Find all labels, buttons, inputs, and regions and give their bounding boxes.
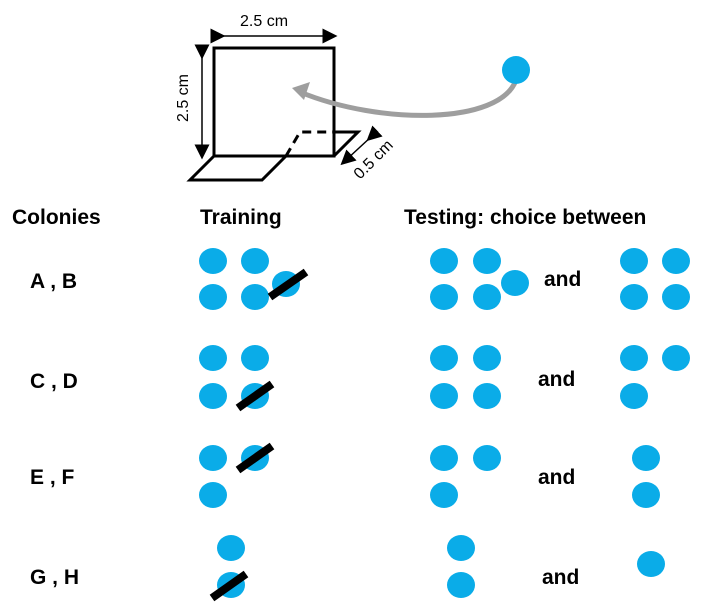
apparatus-drawing: 2.5 cm 2.5 cm 0.5 cm	[175, 13, 530, 183]
row-label-cd: C , D	[30, 370, 78, 393]
training-dot	[199, 284, 227, 310]
training-dot	[199, 248, 227, 274]
approach-arrow	[299, 78, 519, 118]
row-label-gh: G , H	[30, 566, 79, 589]
testing-dot	[473, 284, 501, 310]
header-colonies: Colonies	[12, 206, 101, 229]
testing-dot	[662, 345, 690, 371]
testing-dot	[662, 284, 690, 310]
header-training: Training	[200, 206, 282, 229]
row-label-ef: E , F	[30, 466, 75, 489]
testing-dot	[430, 345, 458, 371]
apparatus-base-back-dashed	[284, 130, 334, 157]
training-dot	[199, 383, 227, 409]
training-cross-bar	[235, 442, 275, 474]
dot-patterns	[199, 248, 690, 602]
testing-dot	[637, 551, 665, 577]
training-dot	[199, 445, 227, 471]
testing-dot	[473, 445, 501, 471]
testing-dot	[447, 572, 475, 598]
testing-dot	[473, 383, 501, 409]
testing-dot	[473, 345, 501, 371]
testing-dot	[430, 482, 458, 508]
dim-base-line	[340, 125, 383, 166]
testing-dot	[447, 535, 475, 561]
testing-dot	[430, 248, 458, 274]
apparatus-base-front	[186, 154, 288, 182]
testing-dot	[632, 482, 660, 508]
training-dot	[241, 345, 269, 371]
training-cross-bar	[209, 570, 249, 602]
apparatus-wall	[212, 46, 336, 158]
and-label-ef: and	[538, 466, 575, 489]
training-dot	[217, 535, 245, 561]
testing-dot	[620, 345, 648, 371]
testing-dot	[662, 248, 690, 274]
testing-dot	[430, 383, 458, 409]
testing-dot	[632, 445, 660, 471]
testing-dot	[430, 445, 458, 471]
testing-dot	[620, 383, 648, 409]
training-dot	[199, 345, 227, 371]
dim-top-label: 2.5 cm	[240, 13, 288, 30]
dim-base-label: 0.5 cm	[351, 137, 397, 183]
testing-dot	[620, 284, 648, 310]
testing-dot-extra	[501, 270, 529, 296]
stimulus-dot	[502, 56, 530, 84]
testing-dot	[430, 284, 458, 310]
header-testing: Testing: choice between	[404, 206, 646, 229]
approach-arrow-head	[292, 82, 310, 100]
row-label-ab: A , B	[30, 270, 77, 293]
testing-dot	[620, 248, 648, 274]
and-label-ab: and	[544, 268, 581, 291]
training-dot	[241, 248, 269, 274]
training-dot	[241, 284, 269, 310]
dim-left-label: 2.5 cm	[175, 74, 192, 122]
testing-dot	[473, 248, 501, 274]
training-cross-bar	[235, 380, 275, 412]
training-dot	[199, 482, 227, 508]
and-label-cd: and	[538, 368, 575, 391]
and-label-gh: and	[542, 566, 579, 589]
training-cross-bar	[267, 268, 309, 301]
